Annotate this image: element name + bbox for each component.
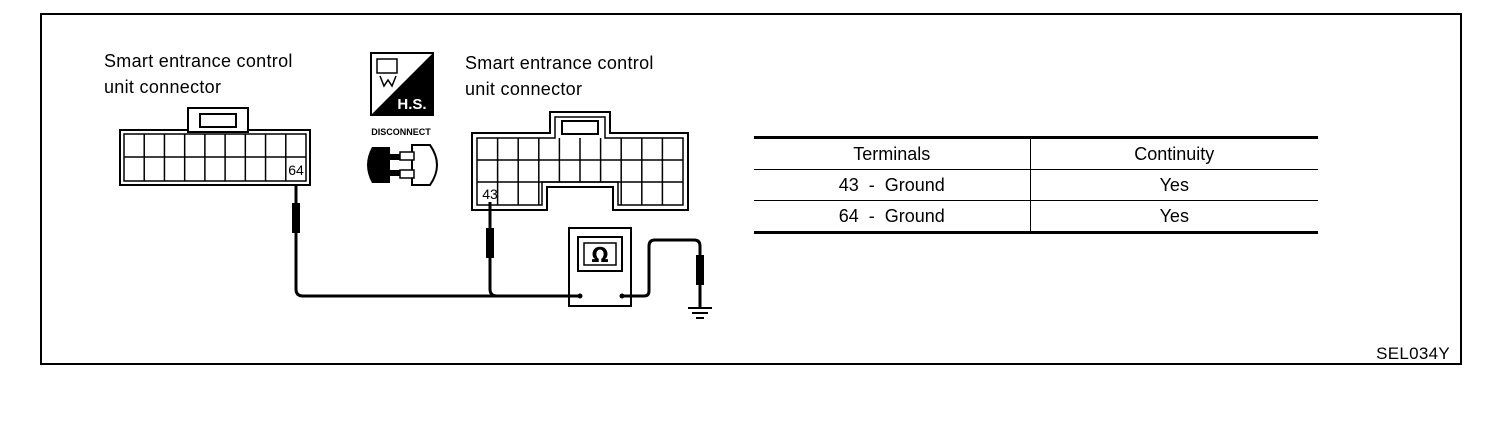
table-header-row: Terminals Continuity — [754, 136, 1318, 170]
figure-code: SEL034Y — [1376, 344, 1450, 363]
table-row: 43 - Ground Yes — [754, 169, 1318, 201]
right-connector-label-line1: Smart entrance control — [465, 53, 654, 73]
row-terminals: 43 - Ground — [754, 169, 1031, 201]
ohm-symbol: Ω — [591, 243, 608, 267]
harness-disconnect-icon: H.S. DISCONNECT — [367, 52, 438, 186]
left-connector-label-line1: Smart entrance control — [104, 51, 293, 71]
continuity-table: Terminals Continuity 43 - Ground Yes 64 … — [754, 136, 1318, 234]
hs-badge: H.S. — [397, 96, 426, 113]
figure-frame — [40, 13, 1462, 365]
right-connector — [471, 111, 689, 211]
ground-symbol-icon — [688, 307, 712, 319]
disconnect-caption: DISCONNECT — [371, 127, 431, 137]
left-connector-label-line2: unit connector — [104, 77, 222, 97]
probe-leads — [294, 185, 702, 308]
right-terminal-label: 43 — [482, 186, 498, 202]
row-terminals: 64 - Ground — [754, 200, 1031, 234]
left-terminal-label: 64 — [288, 162, 304, 178]
right-connector-label-line2: unit connector — [465, 79, 583, 99]
header-terminals: Terminals — [754, 136, 1031, 170]
header-continuity: Continuity — [1030, 136, 1318, 170]
left-connector — [119, 107, 311, 186]
ohmmeter-icon: Ω — [568, 227, 632, 307]
table-row: 64 - Ground Yes — [754, 200, 1318, 234]
row-continuity: Yes — [1030, 200, 1318, 234]
probe-tips — [292, 203, 704, 285]
row-continuity: Yes — [1030, 169, 1318, 201]
